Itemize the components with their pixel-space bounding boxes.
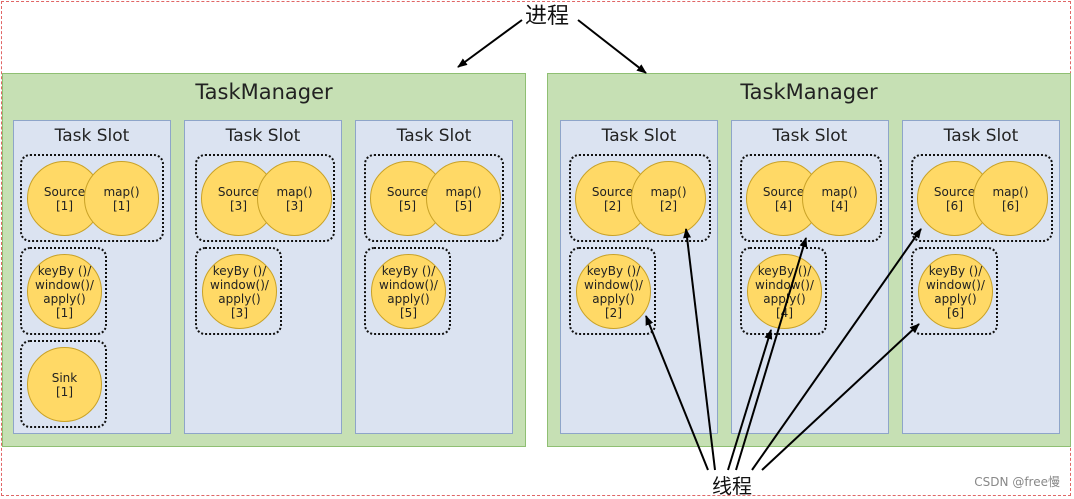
task-manager-2: TaskManager Task Slot Source[2] map()[2]… <box>547 73 1071 447</box>
keyby-window-apply-operator: keyBy ()/window()/apply()[4] <box>747 254 822 329</box>
thread-label: 线程 <box>712 474 752 498</box>
sink-operator: Sink[1] <box>27 347 102 422</box>
task-slot-6: Task Slot Source[6] map()[6] keyBy ()/wi… <box>902 120 1060 434</box>
task-manager-title: TaskManager <box>195 80 333 104</box>
map-operator: map()[1] <box>84 161 159 236</box>
map-operator: map()[6] <box>973 161 1048 236</box>
keyby-window-apply-group: keyBy ()/window()/apply()[4] <box>740 247 827 335</box>
task-slot-title: Task Slot <box>601 126 677 146</box>
map-operator: map()[4] <box>802 161 877 236</box>
thread-arrow-3 <box>727 329 773 471</box>
keyby-window-apply-operator: keyBy ()/window()/apply()[3] <box>202 254 277 329</box>
map-operator: map()[5] <box>426 161 501 236</box>
source-map-chain: Source[3] map()[3] <box>195 154 335 242</box>
keyby-window-apply-operator: keyBy ()/window()/apply()[5] <box>371 254 446 329</box>
keyby-window-apply-group: keyBy ()/window()/apply()[5] <box>364 247 451 335</box>
source-map-chain: Source[5] map()[5] <box>364 154 504 242</box>
task-slot-4: Task Slot Source[4] map()[4] keyBy ()/wi… <box>731 120 889 434</box>
keyby-window-apply-group: keyBy ()/window()/apply()[1] <box>20 247 107 335</box>
task-slot-title: Task Slot <box>772 126 848 146</box>
keyby-window-apply-operator: keyBy ()/window()/apply()[6] <box>918 254 993 329</box>
task-slot-title: Task Slot <box>943 126 1019 146</box>
map-operator: map()[2] <box>631 161 706 236</box>
sink-group: Sink[1] <box>20 340 107 428</box>
process-label: 进程 <box>525 4 570 29</box>
task-slot-2: Task Slot Source[2] map()[2] keyBy ()/wi… <box>560 120 718 434</box>
task-slot-5: Task Slot Source[5] map()[5] keyBy ()/wi… <box>355 120 513 434</box>
task-slot-1: Task Slot Source[1] map()[1] keyBy ()/wi… <box>13 120 171 434</box>
process-arrow-right <box>577 19 647 74</box>
keyby-window-apply-operator: keyBy ()/window()/apply()[2] <box>576 254 651 329</box>
watermark: CSDN @free慢 <box>974 475 1060 489</box>
keyby-window-apply-group: keyBy ()/window()/apply()[2] <box>569 247 656 335</box>
keyby-window-apply-operator: keyBy ()/window()/apply()[1] <box>27 254 102 329</box>
source-map-chain: Source[2] map()[2] <box>569 154 711 242</box>
keyby-window-apply-group: keyBy ()/window()/apply()[6] <box>911 247 998 335</box>
task-slot-title: Task Slot <box>396 126 472 146</box>
thread-arrow-5 <box>751 228 922 471</box>
source-map-chain: Source[1] map()[1] <box>20 154 164 242</box>
task-slot-title: Task Slot <box>225 126 301 146</box>
thread-arrow-6 <box>761 323 920 471</box>
source-map-chain: Source[6] map()[6] <box>911 154 1053 242</box>
process-arrow-left <box>457 19 523 68</box>
keyby-window-apply-group: keyBy ()/window()/apply()[3] <box>195 247 282 335</box>
source-map-chain: Source[4] map()[4] <box>740 154 882 242</box>
task-slot-3: Task Slot Source[3] map()[3] keyBy ()/wi… <box>184 120 342 434</box>
thread-arrow-2 <box>683 228 716 471</box>
map-operator: map()[3] <box>257 161 332 236</box>
task-manager-title: TaskManager <box>740 80 878 104</box>
thread-arrow-1 <box>645 315 709 471</box>
source-operator: Source[2] <box>575 161 650 236</box>
task-slot-title: Task Slot <box>54 126 130 146</box>
task-manager-1: TaskManager Task Slot Source[1] map()[1]… <box>2 73 526 447</box>
thread-arrow-4 <box>735 237 808 471</box>
